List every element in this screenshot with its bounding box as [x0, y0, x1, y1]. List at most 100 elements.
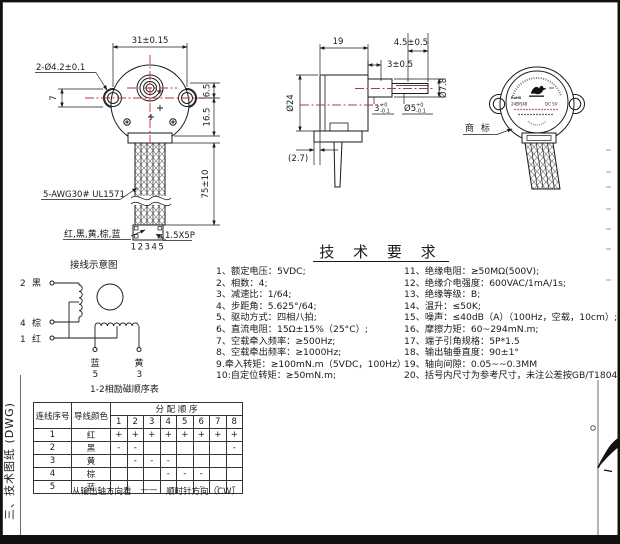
front-view: 31±0.15 2-Ø4.2±0.1 7 6.5 16.5 75±10 5-AW… [35, 36, 220, 271]
dim-holes-label: 2-Ø4.2±0.1 [36, 62, 85, 73]
seq-cell [126, 467, 144, 481]
sequence-note-view: 从输出轴方向看 [72, 487, 132, 497]
tech-req-item: 17、端子引角规格：5P*1.5 [404, 335, 520, 347]
seq-cell: + [192, 428, 210, 442]
border-bottom [0, 535, 620, 544]
seq-cell: + [209, 428, 227, 442]
side-terminal-pin [333, 141, 343, 188]
seq-step-header: 7 [209, 415, 227, 429]
seq-cell: - [110, 441, 128, 455]
tech-req-item: 5、驱动方式：四相八拍; [216, 312, 317, 324]
seq-cell [209, 454, 227, 468]
seq-cell: + [225, 428, 243, 442]
terminal-1-node [49, 335, 55, 341]
ink-wedge-mark [597, 437, 620, 468]
seq-cell: - [143, 454, 161, 468]
label-neck-inner [526, 135, 552, 141]
seq-step-header: 8 [225, 415, 243, 429]
screw-details [123, 118, 177, 126]
seq-cell: - [126, 454, 144, 468]
seq-wire-color: 黄 [71, 454, 111, 468]
seq-cell: + [126, 428, 144, 442]
sticker-bottom-text [527, 120, 547, 126]
terminal-4-num: 4 [20, 319, 26, 329]
seq-wire-color: 蓝 [71, 480, 111, 494]
seq-cell [110, 454, 128, 468]
wire-spec-label: 5-AWG30# UL1571 [43, 190, 125, 200]
bird-logo-icon [529, 85, 547, 97]
seq-cell: + [159, 428, 177, 442]
tech-req-item: 12、绝缘介电强度：600VAC/1mA/1s; [404, 277, 566, 289]
tech-req-item: 18、输出轴垂直度：90±1° [404, 347, 520, 359]
seq-cell [209, 441, 227, 455]
trademark-callout-label: 商 标 [465, 122, 492, 134]
wire-colors-label: 红,黑,黄,棕,蓝 [64, 228, 120, 240]
seq-wire-color: 棕 [71, 467, 111, 481]
coil-wires [54, 282, 140, 347]
label-hole-right [568, 97, 582, 111]
seq-cell: - [225, 441, 243, 455]
tech-req-item: 9.牵入转矩：≥100mN.m（5VDC，100Hz） [216, 358, 407, 370]
tech-req-right: 11、绝缘电阻：≥50MΩ(500V);12、绝缘介电强度：600VAC/1mA… [404, 266, 620, 382]
seq-cell [225, 467, 243, 481]
terminal-4-color: 棕 [32, 317, 41, 329]
side-body [319, 74, 369, 132]
seq-cell [225, 454, 243, 468]
seq-cell: - [192, 467, 210, 481]
side-view: 19 4.5±0.5 3±0.5 Ø24 Ø7.8 3 +0 -0.1 Ø5 +… [285, 33, 449, 188]
terminal-3-num: 3 [137, 370, 143, 380]
label-view: RoHS 24BYJ48 DC 5V 商 标 [463, 66, 585, 190]
label-ribbon-strands [530, 142, 555, 190]
tech-req-item: 15、噪声：≤40dB（A）（100Hz，空载，10cm）; [404, 312, 618, 324]
terminal-1-color: 红 [32, 333, 41, 345]
sticker-arc-text [512, 77, 562, 97]
coil-vertical [78, 284, 83, 318]
rotor-circle [96, 283, 124, 311]
col-header-sequence: 分 配 顺 序 [110, 402, 243, 416]
dim-body-dia-label: Ø24 [285, 94, 296, 112]
sequence-note-dash: —— [140, 485, 158, 495]
seq-wire-no: 1 [33, 428, 72, 442]
front-centerlines [85, 55, 215, 148]
dim-width-label: 31±0.15 [132, 36, 169, 46]
seq-cell [192, 454, 210, 468]
ribbon-cable [134, 142, 166, 226]
seq-wire-color: 红 [71, 428, 111, 442]
terminal-4-node [49, 319, 55, 325]
center-plus-marks [148, 88, 163, 120]
terminal-5-color: 蓝 [91, 357, 100, 369]
dim-top-label: 6.5 [203, 84, 213, 98]
small-dash-mark [603, 469, 613, 473]
seq-cell: + [176, 428, 194, 442]
terminal-1-num: 1 [20, 335, 26, 345]
coil-diagram: 2 黑 4 棕 1 红 蓝 5 黄 3 1-2相励磁顺序表 [20, 278, 159, 395]
pin-numbers-label: 12345 [131, 243, 166, 253]
tech-req-item: 7、空载牵入频率：≥500Hz; [216, 335, 336, 347]
dim-shaft-upper-tol: +0 [416, 103, 423, 109]
seq-cell: - [225, 480, 243, 494]
col-header-wire-color: 导线颜色 [71, 402, 111, 429]
side-bracket [313, 130, 363, 143]
tech-req-item: 8、空载牵出频率：≥1000Hz; [216, 347, 342, 359]
seq-step-header: 5 [176, 415, 194, 429]
seq-step-header: 3 [143, 415, 161, 429]
side-tab [329, 122, 349, 132]
seq-cell [209, 467, 227, 481]
tech-req-item: 10:自定位转矩：≥50mN.m; [216, 370, 337, 382]
seq-wire-color: 黑 [71, 441, 111, 455]
tech-req-item: 3、减速比：1/64; [216, 289, 292, 301]
seq-cell [176, 454, 194, 468]
col-header-wire-no: 连线序号 [33, 402, 72, 429]
side-boss [367, 78, 393, 98]
side-centerlines [300, 88, 434, 106]
seq-step-header: 6 [192, 415, 210, 429]
tech-req-item: 4、步距角：5.625°/64; [216, 300, 317, 312]
seq-cell [176, 441, 194, 455]
